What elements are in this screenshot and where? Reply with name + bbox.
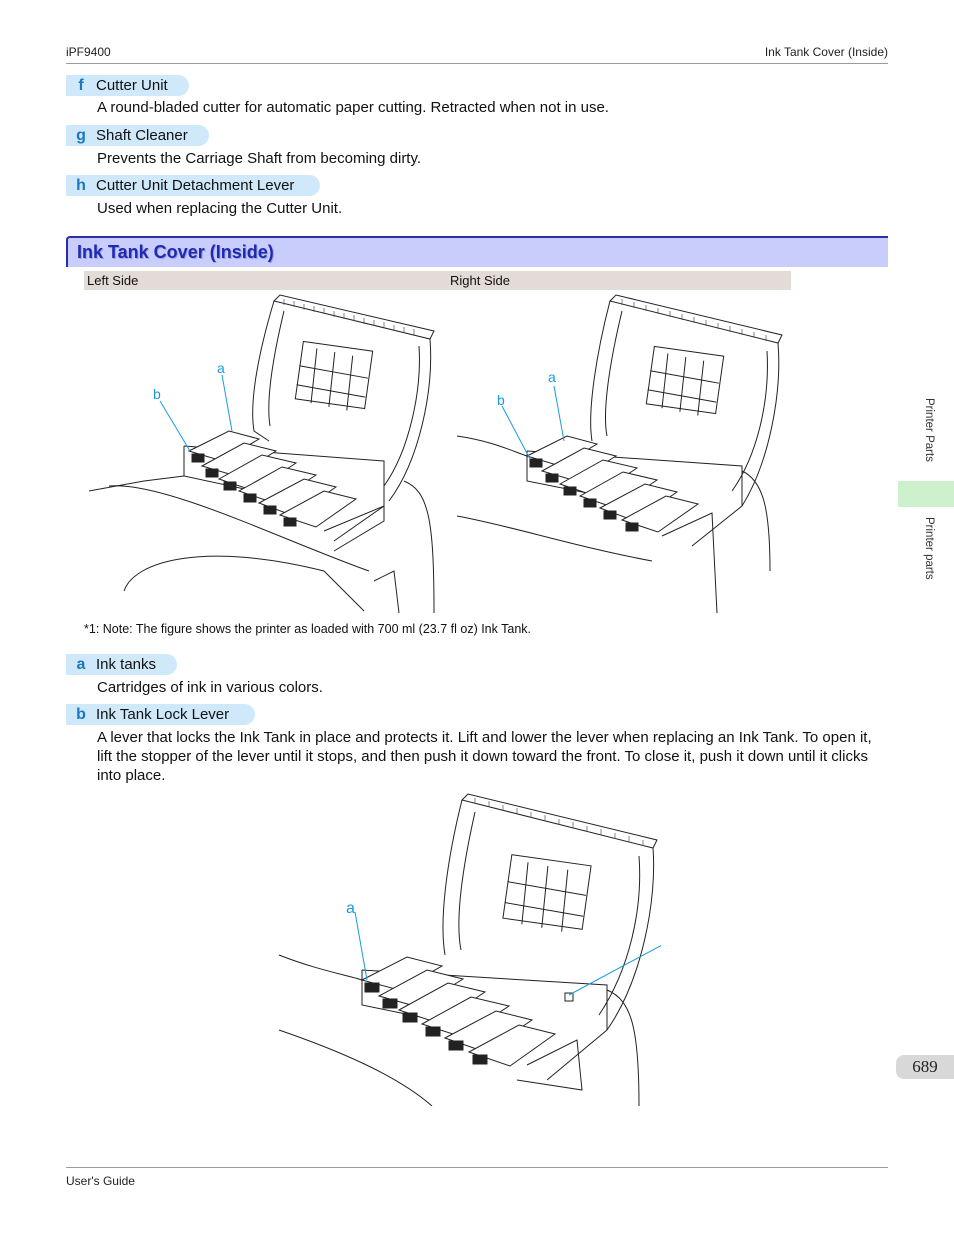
item-letter: a [76, 655, 86, 673]
callout-a: a [217, 360, 225, 376]
callout-a: a [346, 900, 355, 917]
item-description: A lever that locks the Ink Tank in place… [97, 729, 872, 784]
item-letter: h [76, 176, 86, 194]
item-description: Cartridges of ink in various colors. [97, 679, 323, 696]
item-description: A round-bladed cutter for automatic pape… [97, 99, 609, 116]
figure-left-side: a b [88, 294, 435, 613]
item-label: Cutter Unit [96, 77, 168, 94]
figure-ink-tank-lock-lever: a b [278, 793, 661, 1106]
callout-b: b [497, 392, 505, 408]
item-badge-a: a Ink tanks [66, 654, 177, 675]
item-badge-g: g Shaft Cleaner [66, 125, 209, 146]
item-letter: f [78, 76, 84, 94]
header-model: iPF9400 [66, 45, 111, 59]
callout-b: b [153, 386, 161, 402]
item-label: Cutter Unit Detachment Lever [96, 177, 295, 194]
header-rule [66, 63, 888, 64]
header-section: Ink Tank Cover (Inside) [764, 45, 888, 59]
item-badge-b: b Ink Tank Lock Lever [66, 704, 255, 725]
item-description: Prevents the Carriage Shaft from becomin… [97, 150, 422, 167]
figure-note: *1: Note: The figure shows the printer a… [84, 622, 531, 636]
item-letter: g [76, 126, 86, 144]
section-title: Ink Tank Cover (Inside) [77, 242, 274, 262]
callout-a: a [548, 369, 556, 385]
item-label: Shaft Cleaner [96, 127, 188, 144]
item-label: Ink Tank Lock Lever [96, 706, 230, 723]
sidebar-chapter: Printer Parts [923, 398, 935, 462]
sidebar-active-tab [898, 481, 954, 507]
item-description: Used when replacing the Cutter Unit. [97, 200, 343, 217]
item-badge-f: f Cutter Unit [66, 75, 189, 96]
figure-right-side: a b [456, 294, 783, 613]
item-label: Ink tanks [96, 656, 157, 673]
footer-title: User's Guide [66, 1174, 135, 1188]
page-number: 689 [896, 1055, 954, 1079]
footer-rule [66, 1167, 888, 1168]
table-header-right: Right Side [447, 271, 791, 290]
item-letter: b [76, 705, 86, 723]
section-heading: Ink Tank Cover (Inside) [66, 236, 888, 267]
sidebar-subchapter: Printer parts [923, 517, 935, 580]
item-badge-h: h Cutter Unit Detachment Lever [66, 175, 320, 196]
table-header-left: Left Side [84, 271, 451, 290]
